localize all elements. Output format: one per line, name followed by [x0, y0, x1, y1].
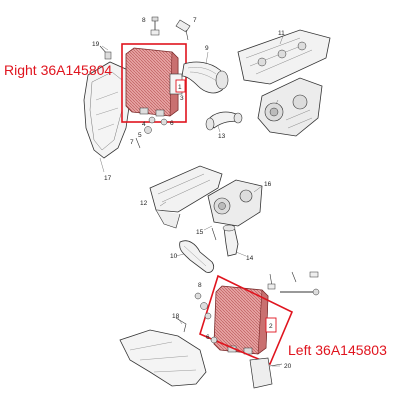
num-16: 16	[264, 181, 272, 188]
num-19: 19	[92, 41, 100, 48]
label-right-part-number: Right 36A145804	[4, 62, 113, 78]
num-8b: 8	[198, 282, 202, 289]
intake-manifold-11	[237, 29, 331, 85]
bolt-8-top	[150, 16, 160, 36]
num-18: 18	[172, 313, 180, 320]
intercooler-left	[213, 285, 269, 355]
num-12: 12	[140, 200, 148, 207]
num-4: 4	[142, 121, 146, 128]
num-11: 11	[278, 30, 285, 37]
intake-manifold-12	[149, 165, 223, 229]
callout-numbers: 1 2 3 4 5 6 6 7 7 8 8 9 10 11 12 13 14 1…	[92, 17, 292, 370]
num-5: 5	[138, 132, 142, 139]
num-6b: 6	[206, 334, 210, 341]
air-guide-left	[119, 317, 207, 387]
num-20: 20	[284, 363, 292, 370]
label-left-part-number: Left 36A145803	[288, 342, 387, 358]
callout-box-1	[175, 79, 186, 93]
num-13: 13	[218, 133, 226, 140]
clip-7-top	[175, 19, 191, 41]
turbo-manifold-top	[257, 77, 323, 137]
air-guide-right	[83, 45, 131, 159]
intercooler-right	[125, 47, 183, 117]
fasteners-bottom	[194, 271, 320, 344]
num-3: 3	[180, 95, 184, 102]
num-14: 14	[246, 255, 254, 262]
num-8a: 8	[142, 17, 146, 24]
num-17: 17	[104, 175, 112, 182]
leader-lines	[99, 35, 284, 367]
fasteners-top	[135, 116, 168, 149]
num-1: 1	[178, 84, 182, 91]
callout-box-2	[265, 317, 277, 333]
num-15: 15	[196, 229, 204, 236]
num-2: 2	[269, 323, 273, 330]
num-6a: 6	[170, 120, 174, 127]
bracket-20	[249, 357, 283, 389]
charge-air-pipe-13	[205, 111, 243, 131]
num-9: 9	[205, 45, 209, 52]
charge-air-hose-9	[181, 61, 229, 94]
num-10: 10	[170, 253, 178, 260]
num-7a: 7	[193, 17, 197, 24]
turbo-manifold-bottom	[207, 179, 263, 241]
num-7b: 7	[130, 139, 134, 146]
charge-air-hose-10	[179, 240, 214, 273]
charge-air-pipe-14	[222, 224, 239, 257]
